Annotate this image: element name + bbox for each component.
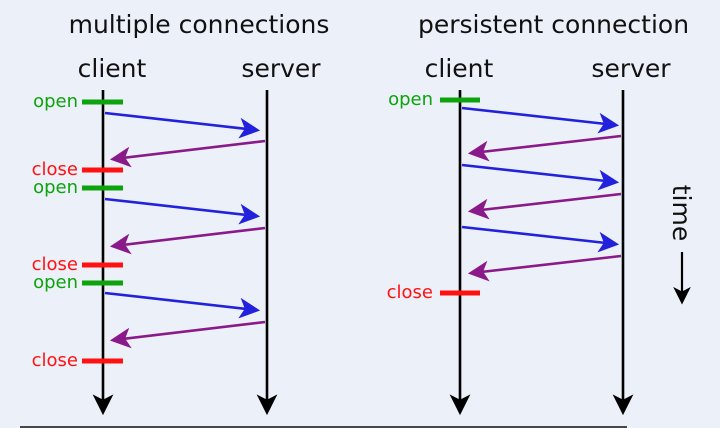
right-close-label: close [386, 282, 433, 303]
left-response-arrow-1 [109, 139, 266, 168]
left-response-arrow-2 [109, 226, 266, 255]
right-client-label: client [424, 54, 494, 83]
time-axis-label: time [667, 184, 696, 242]
right-request-arrow-1 [461, 106, 620, 134]
right-open-label: open [388, 89, 433, 110]
left-response-arrow-3 [109, 320, 266, 349]
right-panel-title: persistent connection [418, 10, 690, 39]
left-request-arrow-1 [104, 111, 261, 139]
left-close-label-2: close [31, 254, 78, 275]
right-response-arrow-2 [467, 192, 622, 220]
left-server-label: server [241, 54, 321, 83]
right-request-arrow-2 [461, 163, 620, 191]
left-client-label: client [77, 54, 147, 83]
left-request-arrow-2 [104, 197, 261, 225]
bottom-edge-artifact [20, 426, 627, 428]
left-open-label-3: open [33, 272, 78, 293]
right-response-arrow-3 [467, 254, 622, 282]
left-open-label-1: open [33, 91, 78, 112]
left-open-label-2: open [33, 177, 78, 198]
left-close-label-3: close [31, 350, 78, 371]
right-response-arrow-1 [467, 134, 622, 162]
left-panel-title: multiple connections [68, 10, 330, 39]
right-server-label: server [591, 54, 671, 83]
left-close-label-1: close [31, 159, 78, 180]
right-request-arrow-3 [461, 225, 620, 253]
left-request-arrow-3 [104, 291, 261, 319]
